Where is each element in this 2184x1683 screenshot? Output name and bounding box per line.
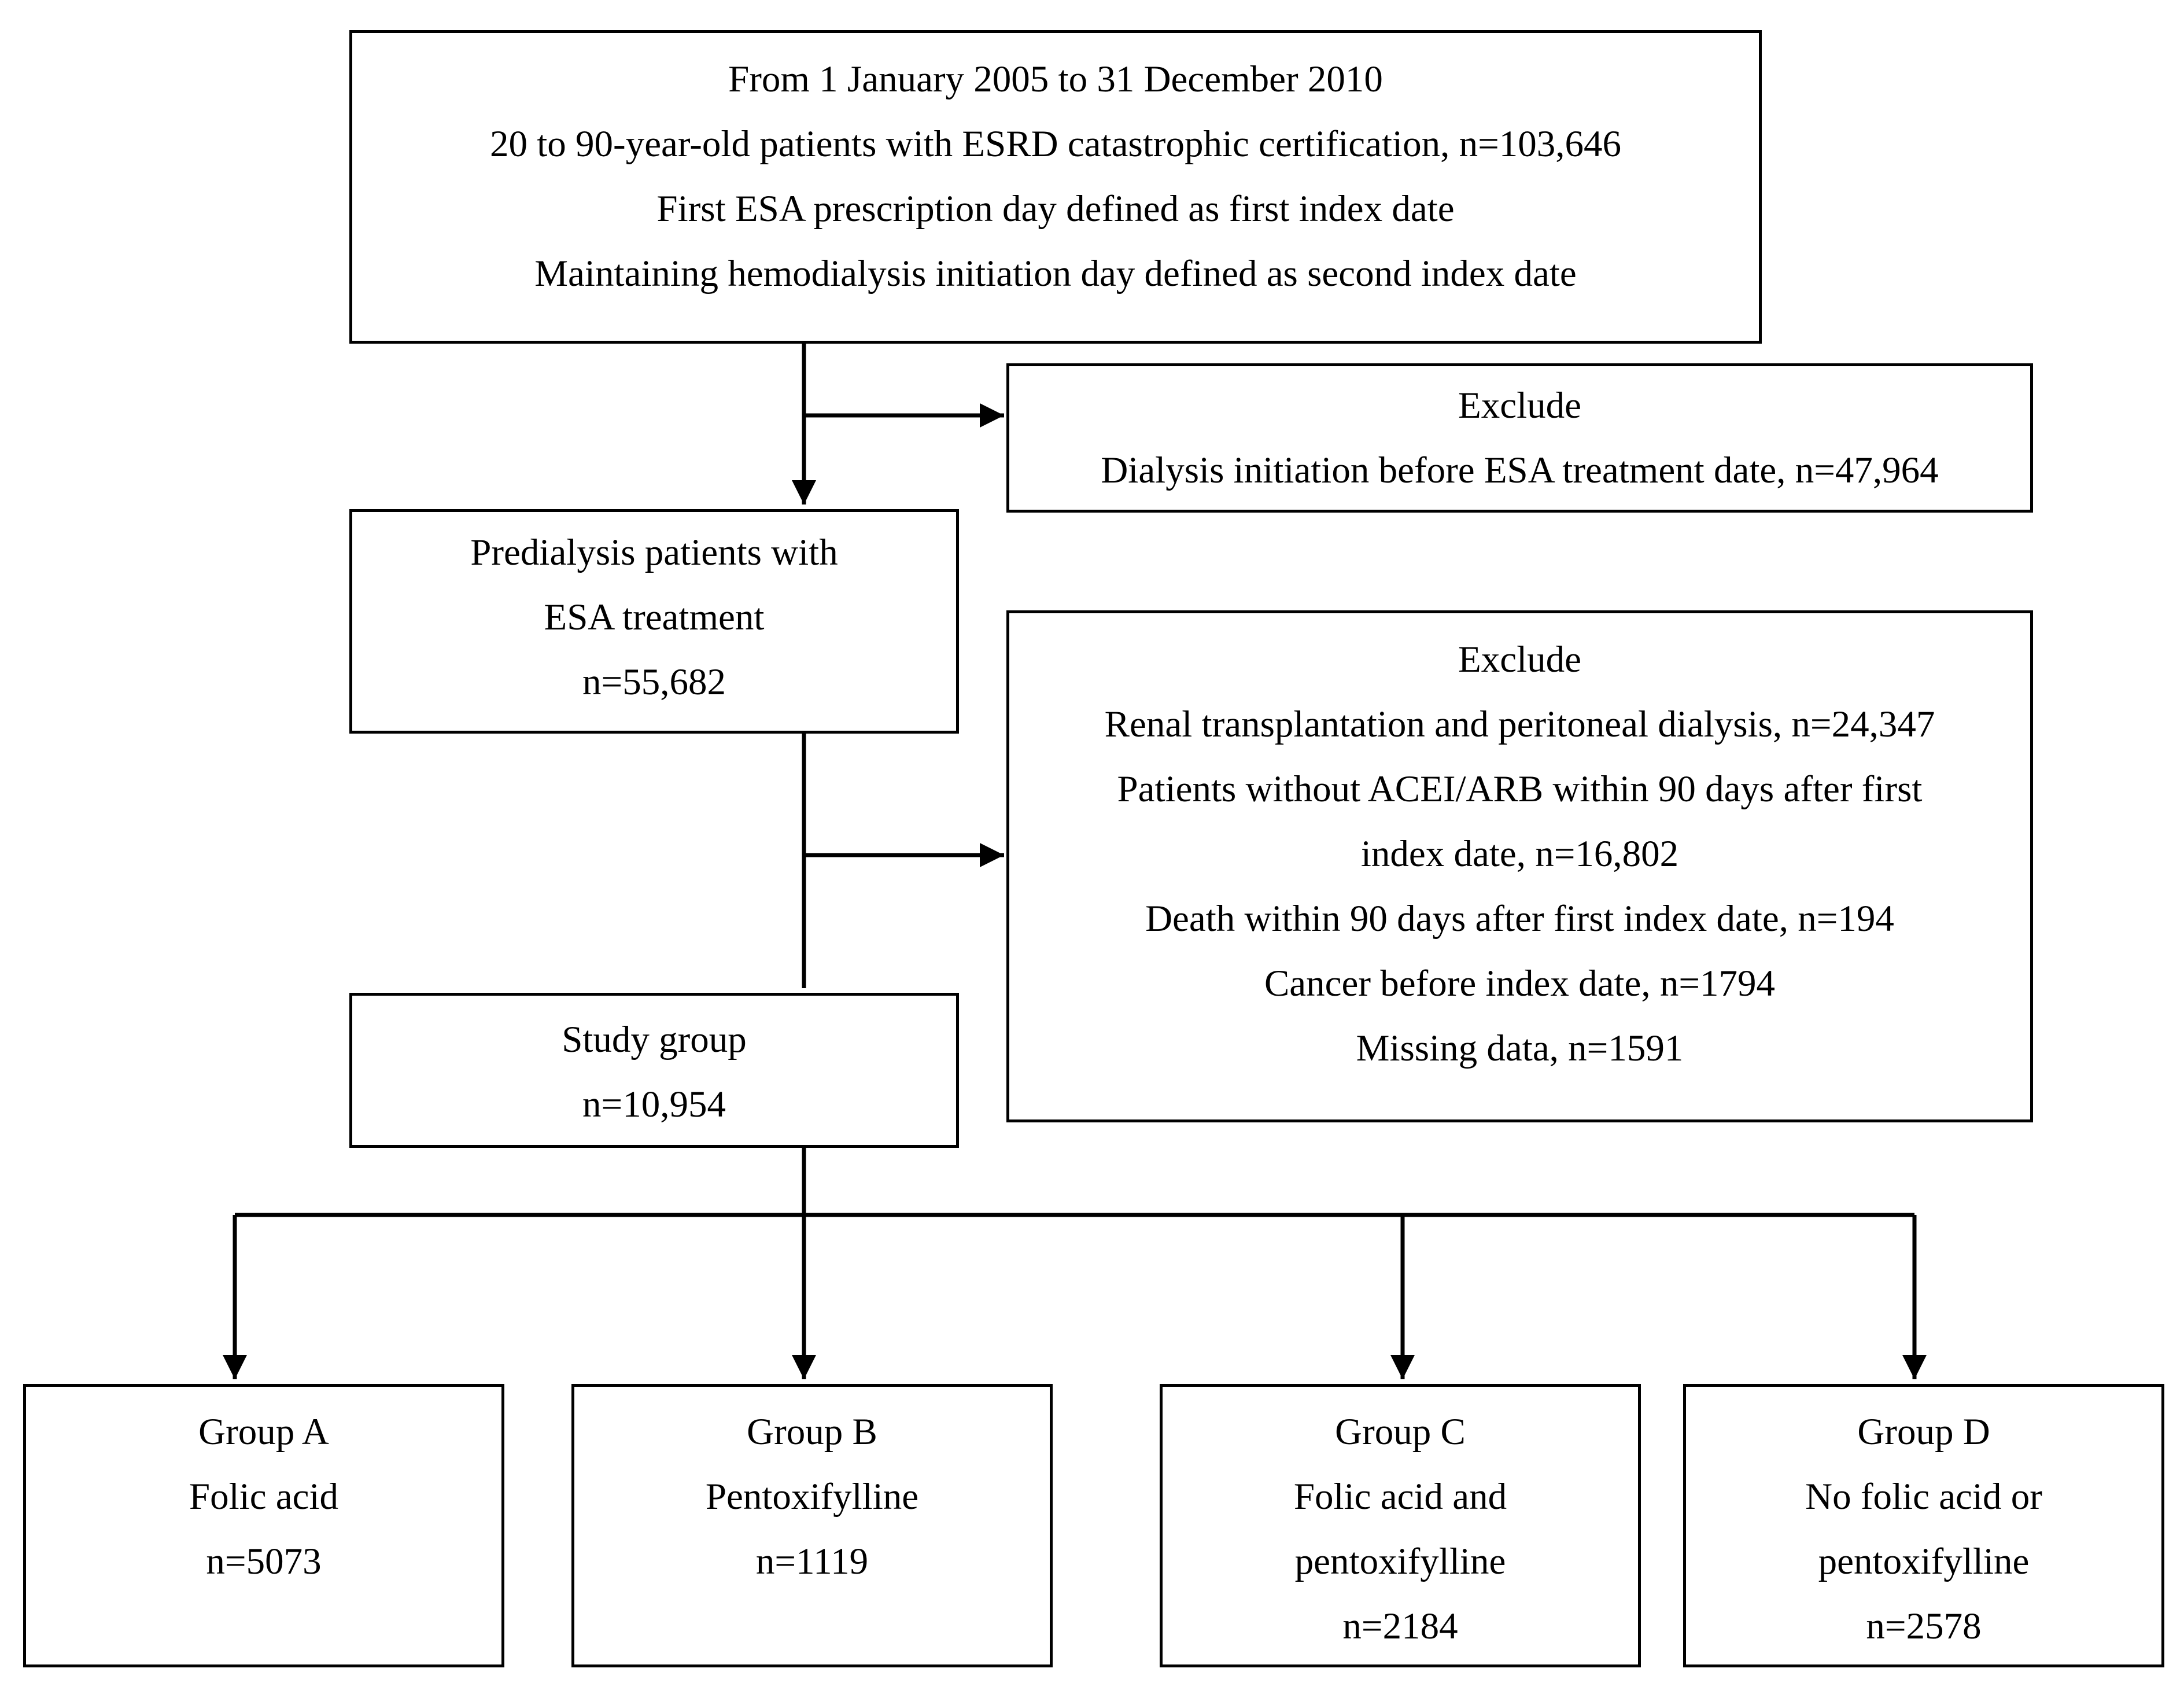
group-c-treatment-line-2: pentoxifylline xyxy=(1294,1541,1506,1582)
group-a-count: n=5073 xyxy=(206,1541,322,1582)
group-d-treatment-line-1: No folic acid or xyxy=(1805,1476,2042,1518)
group-c-count: n=2184 xyxy=(1342,1605,1458,1647)
predialysis-line-2: ESA treatment xyxy=(544,596,765,638)
group-c-treatment-line-1: Folic acid and xyxy=(1293,1476,1507,1518)
exclude-2-title: Exclude xyxy=(1458,639,1581,680)
exclude-2-missing-data: Missing data, n=1591 xyxy=(1356,1028,1684,1069)
group-b-title: Group B xyxy=(747,1411,877,1453)
exclude-2-no-acei-arb-count: index date, n=16,802 xyxy=(1360,833,1679,875)
exclude-2-death: Death within 90 days after first index d… xyxy=(1145,898,1894,940)
predialysis-box: Predialysis patients with ESA treatment … xyxy=(349,509,959,734)
group-d-box: Group D No folic acid or pentoxifylline … xyxy=(1683,1384,2164,1667)
study-group-title: Study group xyxy=(562,1019,747,1060)
source-line-date-range: From 1 January 2005 to 31 December 2010 xyxy=(728,58,1383,100)
group-a-box: Group A Folic acid n=5073 xyxy=(23,1384,504,1667)
exclude-2-transplant-pd: Renal transplantation and peritoneal dia… xyxy=(1104,704,1935,745)
exclude-1-dialysis-before-esa: Dialysis initiation before ESA treatment… xyxy=(1101,450,1939,491)
exclude-box-1: Exclude Dialysis initiation before ESA t… xyxy=(1006,363,2033,513)
group-b-box: Group B Pentoxifylline n=1119 xyxy=(571,1384,1053,1667)
exclude-box-2: Exclude Renal transplantation and perito… xyxy=(1006,610,2033,1122)
group-d-treatment-line-2: pentoxifylline xyxy=(1818,1541,2030,1582)
study-group-box: Study group n=10,954 xyxy=(349,993,959,1148)
predialysis-line-1: Predialysis patients with xyxy=(470,532,838,573)
predialysis-count: n=55,682 xyxy=(582,661,726,703)
study-group-count: n=10,954 xyxy=(582,1084,726,1125)
exclude-2-cancer: Cancer before index date, n=1794 xyxy=(1264,963,1776,1004)
group-d-count: n=2578 xyxy=(1866,1605,1982,1647)
group-a-title: Group A xyxy=(198,1411,329,1453)
group-b-count: n=1119 xyxy=(755,1541,869,1582)
group-a-treatment: Folic acid xyxy=(189,1476,339,1518)
exclude-1-title: Exclude xyxy=(1458,385,1581,426)
exclude-2-no-acei-arb: Patients without ACEI/ARB within 90 days… xyxy=(1117,768,1923,810)
group-c-box: Group C Folic acid and pentoxifylline n=… xyxy=(1160,1384,1641,1667)
group-d-title: Group D xyxy=(1857,1411,1990,1453)
group-c-title: Group C xyxy=(1335,1411,1466,1453)
source-line-second-index: Maintaining hemodialysis initiation day … xyxy=(534,253,1577,294)
source-line-first-index: First ESA prescription day defined as fi… xyxy=(656,188,1455,230)
group-b-treatment: Pentoxifylline xyxy=(705,1476,919,1518)
source-line-patients: 20 to 90-year-old patients with ESRD cat… xyxy=(490,123,1621,165)
source-population-box: From 1 January 2005 to 31 December 2010 … xyxy=(349,30,1762,344)
